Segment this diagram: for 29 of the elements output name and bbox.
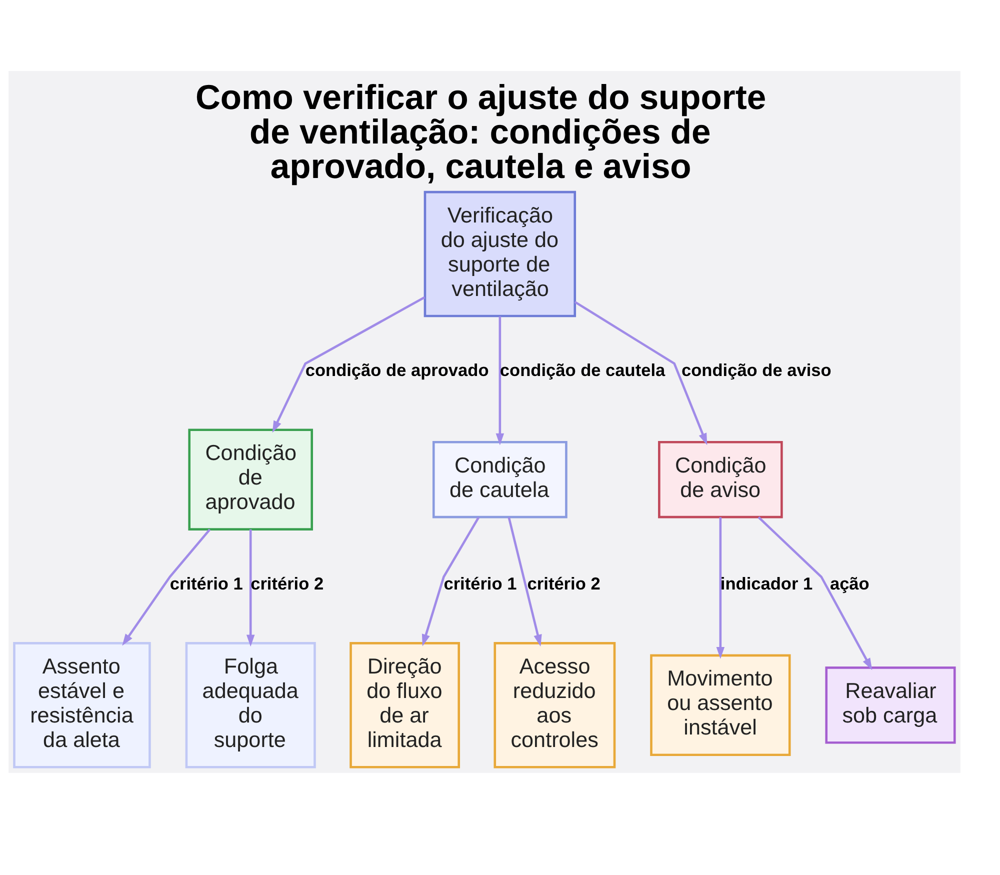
node-box: Verificação do ajuste do suporte de ventilação — [424, 190, 576, 318]
arrow — [246, 529, 255, 647]
edge-label: critério 1 — [444, 573, 517, 594]
edge-label: condição de aprovado — [305, 360, 489, 380]
arrow — [422, 516, 480, 646]
arrow — [122, 528, 211, 646]
edge-label: critério 1 — [170, 573, 243, 594]
diagram-title: Como verificar o ajuste do suporte de ventilação: condições de aprovado, cautela e aviso — [195, 78, 766, 186]
node-box: Assento estável e resistência da aleta — [13, 642, 151, 768]
edge-label: critério 2 — [527, 573, 600, 594]
node-box: Condição de cautela — [432, 440, 568, 518]
node-box: Reavaliar sob carga — [825, 666, 956, 744]
edge-label: condição de cautela — [500, 360, 666, 380]
node-box: Acesso reduzido aos controles — [494, 642, 616, 768]
node-box: Condição de aviso — [658, 440, 783, 518]
arrow — [272, 296, 426, 433]
edge-label: indicador 1 — [720, 573, 813, 594]
arrow — [716, 517, 725, 659]
node-box: Condição de aprovado — [188, 428, 313, 530]
arrow — [574, 300, 708, 446]
arrow — [496, 316, 504, 446]
edge-label: critério 2 — [250, 573, 324, 594]
node-box: Direção do fluxo de ar limitada — [350, 642, 460, 768]
node-box: Movimento ou assento instável — [650, 654, 791, 756]
edge-label: condição de aviso — [682, 360, 832, 380]
arrow — [508, 517, 542, 646]
edge-label: ação — [830, 573, 870, 594]
node-box: Folga adequada do suporte — [185, 642, 316, 768]
arrow — [758, 516, 872, 670]
